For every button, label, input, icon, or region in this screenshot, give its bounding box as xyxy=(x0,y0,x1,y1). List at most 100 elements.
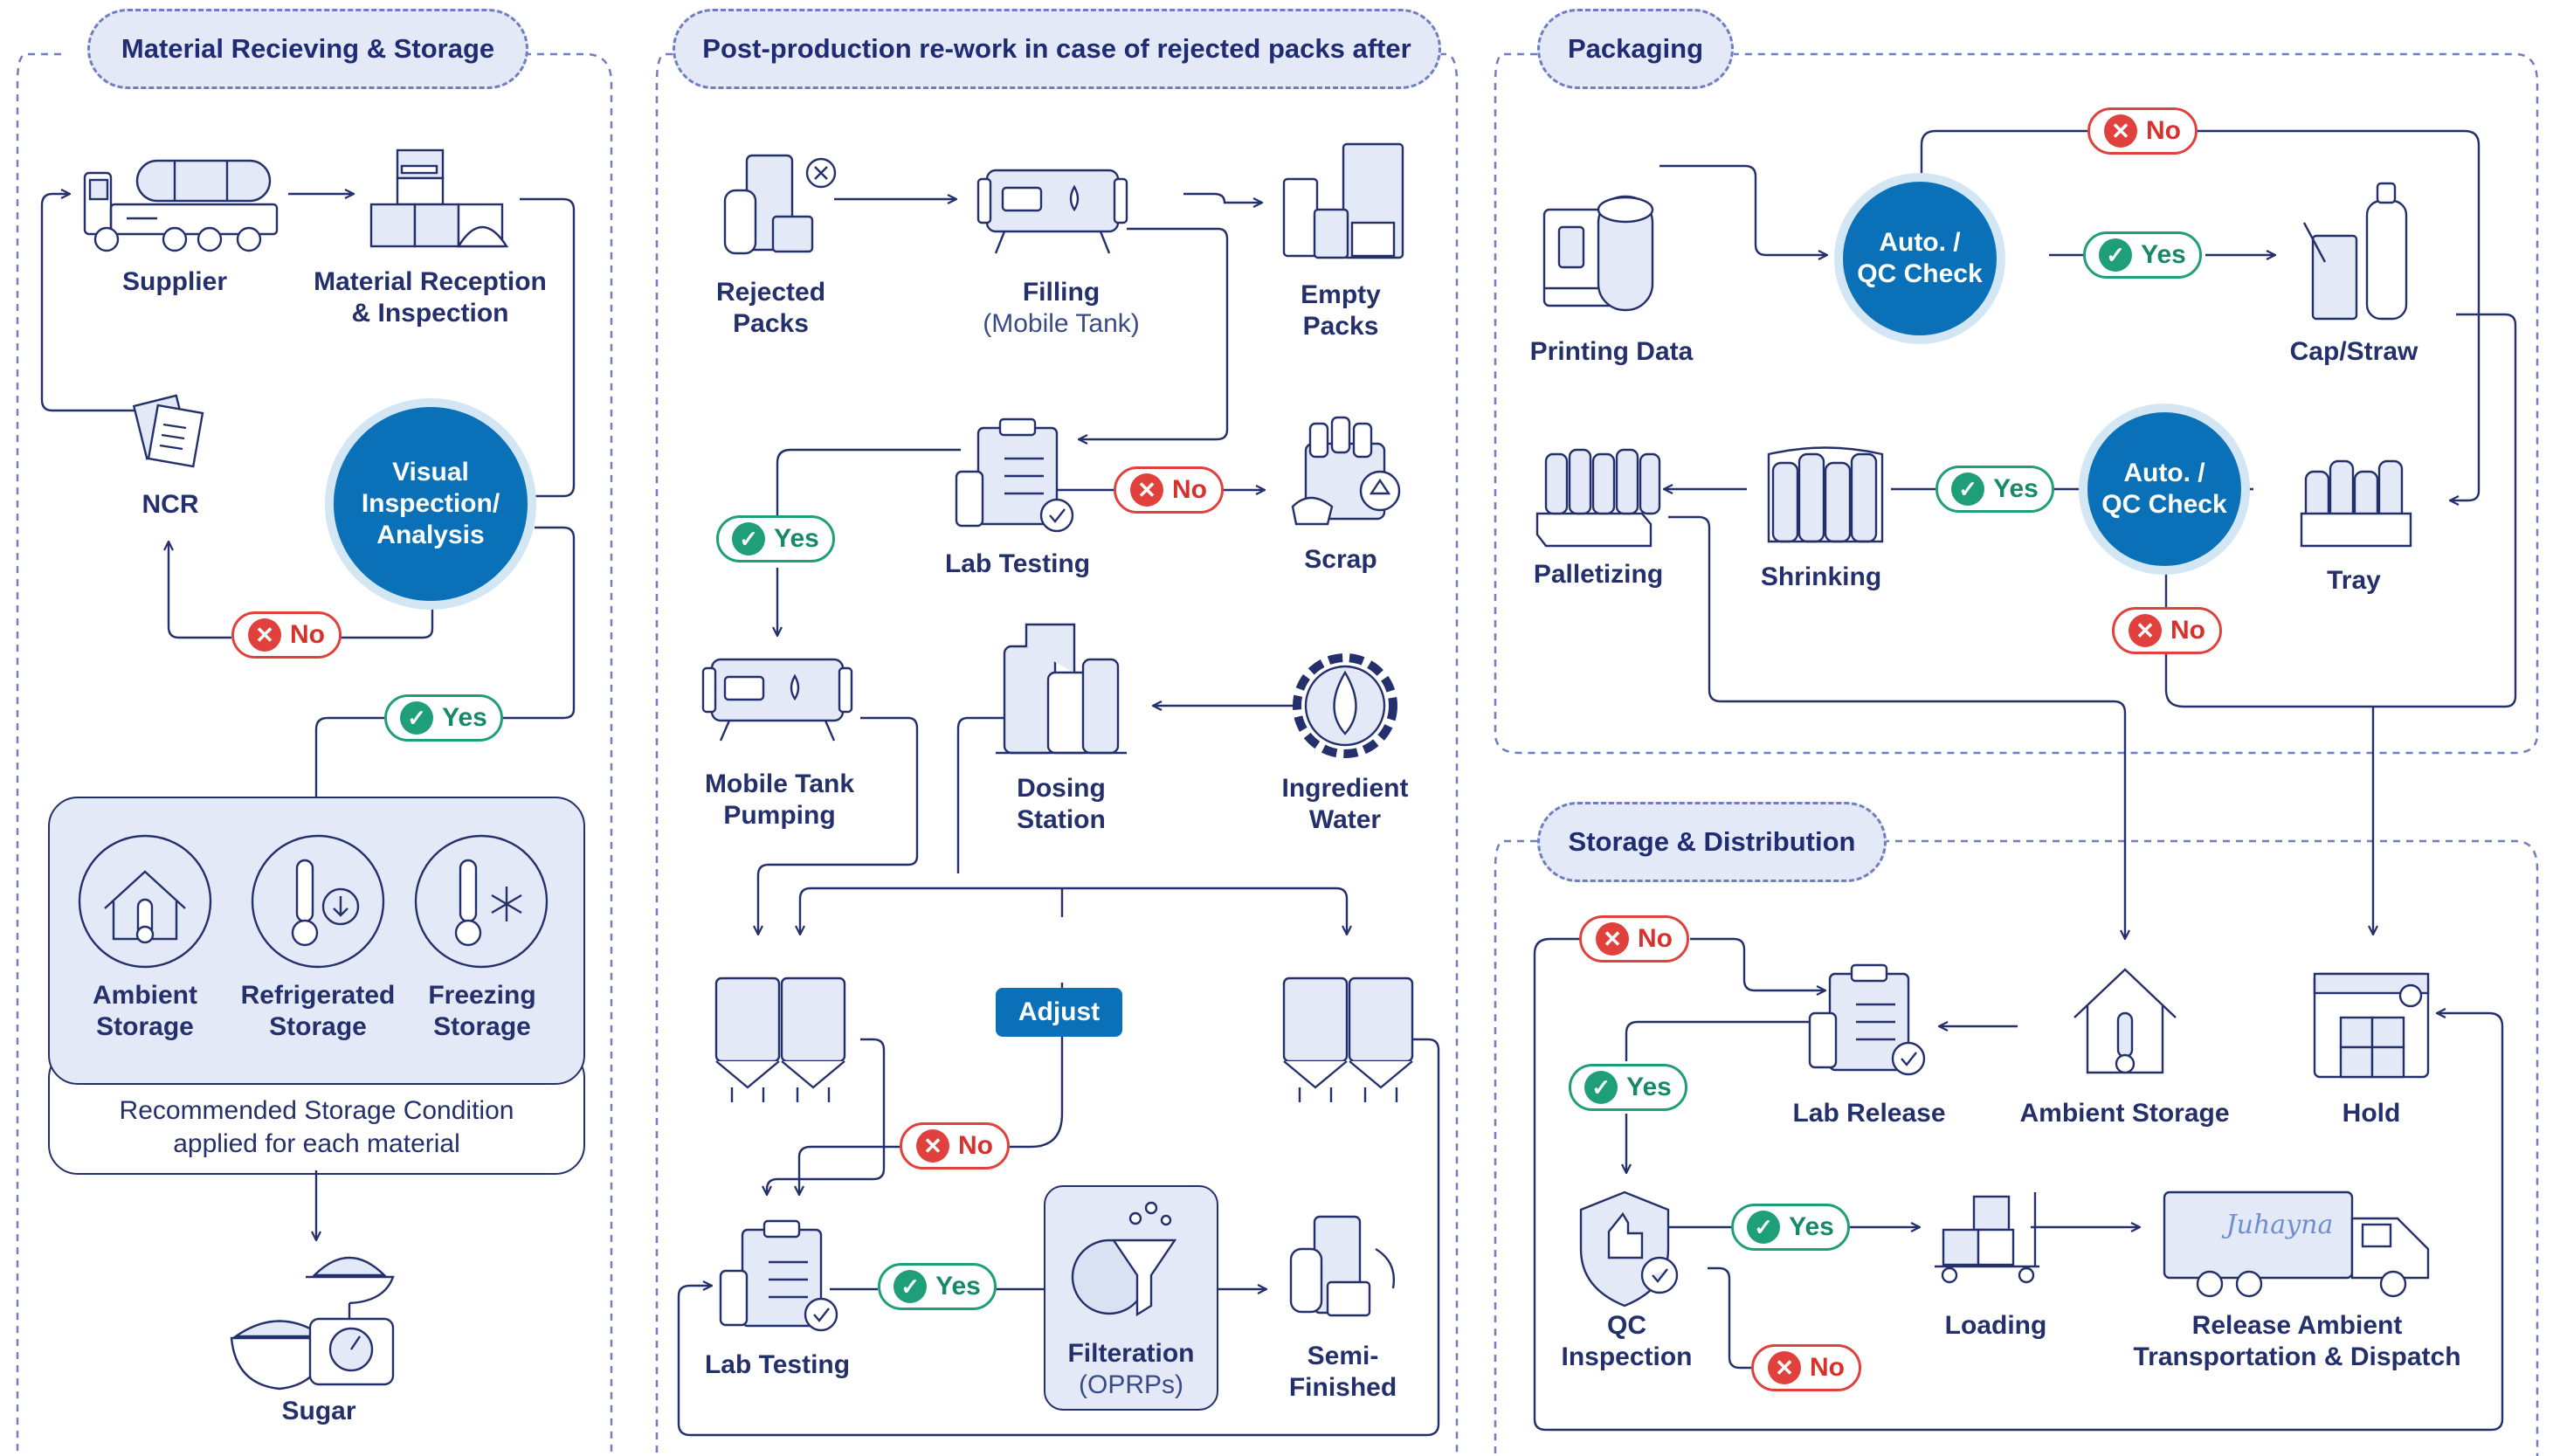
check-icon: ✓ xyxy=(1951,473,1985,506)
scrap-bin-icon xyxy=(1291,416,1401,526)
decision-no-packaging-bottom: ✕No xyxy=(2112,607,2222,654)
release-line-1: Release Ambient xyxy=(2191,1311,2403,1340)
label-lab-testing-top: Lab Testing xyxy=(944,549,1091,578)
palletizing-icon xyxy=(1535,448,1661,548)
silos-right-icon xyxy=(1282,976,1414,1102)
label-refrigerated-storage: Refrigerated Storage xyxy=(231,980,405,1043)
ambient-line-1: Ambient xyxy=(93,981,197,1010)
visual-line-1: Visual xyxy=(392,458,469,486)
no-label: No xyxy=(2170,616,2205,645)
yes-label: Yes xyxy=(774,524,819,553)
no-label: No xyxy=(958,1131,993,1160)
section-borders xyxy=(16,52,2539,1456)
label-mobile-tank: Mobile Tank Pumping xyxy=(690,769,869,832)
lab-clipboard-icon xyxy=(955,417,1074,533)
label-lab-testing-bottom: Lab Testing xyxy=(704,1350,851,1379)
release-line-2: Transportation & Dispatch xyxy=(2133,1342,2461,1371)
filling-line-2: (Mobile Tank) xyxy=(983,309,1140,338)
qc-line-1: QC xyxy=(1607,1311,1646,1340)
label-shrinking: Shrinking xyxy=(1760,562,1882,591)
filter-funnel-overlay xyxy=(1071,1201,1177,1317)
label-semi-finished: Semi- Finished xyxy=(1284,1341,1402,1404)
section-title-rework: Post-production re-work in case of rejec… xyxy=(673,9,1441,89)
qc-line-2: Inspection xyxy=(1561,1342,1693,1371)
dosing-line-2: Station xyxy=(1017,805,1106,834)
yes-label: Yes xyxy=(442,703,487,732)
filteration-line-1: Filteration xyxy=(1067,1339,1195,1368)
section-title-storage: Storage & Distribution xyxy=(1537,802,1887,882)
label-material-reception: Material Reception & Inspection xyxy=(301,266,559,329)
check-icon: ✓ xyxy=(732,522,766,555)
label-printing-data: Printing Data xyxy=(1529,337,1694,366)
semi-finished-icon xyxy=(1289,1215,1395,1317)
sugar-scale-icon xyxy=(230,1256,395,1390)
refrig-line-2: Storage xyxy=(269,1012,367,1041)
auto1-line-1: Auto. / xyxy=(1879,228,1961,257)
mobile-line-2: Pumping xyxy=(723,801,836,830)
label-release-ambient: Release Ambient Transportation & Dispatc… xyxy=(2114,1310,2481,1373)
x-icon: ✕ xyxy=(1130,473,1163,507)
no-label: No xyxy=(2146,116,2181,145)
auto1-line-2: QC Check xyxy=(1857,259,1983,288)
yes-label: Yes xyxy=(935,1272,981,1301)
auto-qc-check-2: Auto. / QC Check xyxy=(2079,404,2250,575)
label-rejected-packs: Rejected Packs xyxy=(699,277,843,340)
decision-yes-packaging-mid: ✓Yes xyxy=(1935,466,2054,513)
hold-warehouse-icon xyxy=(2313,972,2430,1079)
decision-yes-bottom-lab: ✓Yes xyxy=(878,1263,997,1310)
condition-line-1: Recommended Storage Condition xyxy=(119,1096,514,1125)
documents-icon xyxy=(132,394,204,468)
label-supplier: Supplier xyxy=(121,267,227,296)
freeze-line-2: Storage xyxy=(433,1012,531,1041)
rejected-packs-icon xyxy=(723,154,837,255)
semi-line-1: Semi- xyxy=(1307,1342,1379,1370)
label-ambient-storage-dist: Ambient Storage xyxy=(2019,1099,2230,1128)
rejected-line-2: Packs xyxy=(733,309,809,338)
visual-inspection-node: Visual Inspection/ Analysis xyxy=(325,398,536,610)
lab-release-icon xyxy=(1808,963,1926,1076)
decision-yes-storage-left: ✓ Yes xyxy=(1569,1064,1687,1111)
label-empty-packs: Empty Packs xyxy=(1275,279,1406,342)
decision-yes-lab: ✓ Yes xyxy=(716,515,835,562)
qc-inspection-icon xyxy=(1579,1190,1679,1308)
label-cap-straw: Cap/Straw xyxy=(2289,337,2418,366)
decision-no-bottom-lab: ✕No xyxy=(900,1122,1010,1170)
decision-yes-storage-mid: ✓Yes xyxy=(1731,1204,1850,1251)
decision-no-storage-top: ✕No xyxy=(1579,915,1689,963)
yes-label: Yes xyxy=(1626,1073,1672,1101)
label-freezing-storage: Freezing Storage xyxy=(412,980,552,1043)
rejected-line-1: Rejected xyxy=(715,278,826,307)
empty-packs-icon xyxy=(1282,142,1404,259)
label-hold: Hold xyxy=(2342,1099,2401,1128)
label-ncr: NCR xyxy=(141,490,199,519)
label-filteration: Filteration (OPRPs) xyxy=(1044,1338,1218,1401)
check-icon: ✓ xyxy=(1584,1071,1618,1104)
auto2-line-2: QC Check xyxy=(2101,490,2227,519)
section-title-packaging: Packaging xyxy=(1537,9,1734,89)
label-palletizing: Palletizing xyxy=(1533,560,1664,589)
label-sugar: Sugar xyxy=(281,1397,356,1425)
auto2-line-1: Auto. / xyxy=(2123,459,2205,487)
empty-line-1: Empty xyxy=(1301,280,1381,309)
mobile-tank-icon xyxy=(701,658,853,742)
storage-condition-text: Recommended Storage Condition applied fo… xyxy=(48,1094,585,1160)
no-label: No xyxy=(290,620,325,649)
decision-no-visual: ✕No xyxy=(231,611,342,659)
ambient-storage-house-icon xyxy=(2073,968,2177,1074)
tanker-truck-icon xyxy=(83,159,279,252)
empty-line-2: Packs xyxy=(1302,312,1379,341)
boxes-icon xyxy=(369,148,509,248)
decision-no-storage-bottom: ✕No xyxy=(1751,1344,1861,1391)
water-line-2: Water xyxy=(1308,805,1382,834)
delivery-truck-icon xyxy=(2163,1190,2430,1298)
adjust-badge: Adjust xyxy=(996,988,1122,1037)
label-filling: Filling (Mobile Tank) xyxy=(961,277,1162,340)
lab-clipboard-bottom-icon xyxy=(719,1219,838,1332)
ingredient-water-icon xyxy=(1293,653,1397,758)
section-title-receiving: Material Recieving & Storage xyxy=(87,9,528,89)
x-icon: ✕ xyxy=(1768,1351,1801,1384)
label-scrap: Scrap xyxy=(1304,545,1377,574)
printing-data-icon xyxy=(1542,195,1654,312)
freeze-line-1: Freezing xyxy=(428,981,536,1010)
